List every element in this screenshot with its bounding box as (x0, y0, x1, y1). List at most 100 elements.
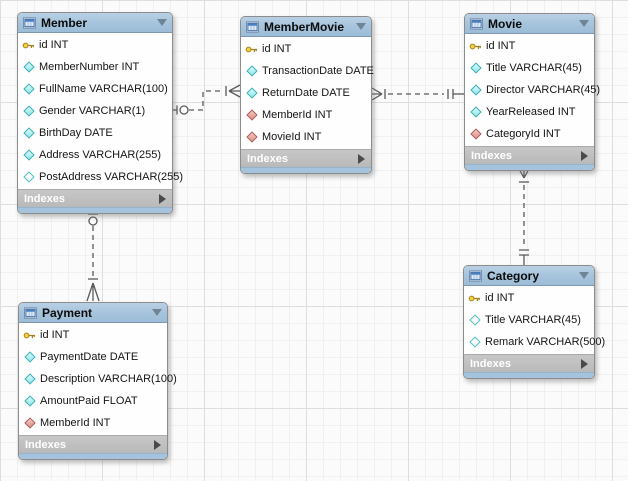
column-label: id INT (486, 40, 516, 52)
attribute-diamond-icon (22, 83, 35, 96)
column-row[interactable]: Remark VARCHAR(500) (464, 331, 605, 353)
column-row[interactable]: TransactionDate DATE (241, 60, 374, 82)
table-bottom-strip (464, 372, 594, 378)
column-row[interactable]: id INT (19, 324, 167, 346)
column-label: MemberId INT (40, 417, 111, 429)
expand-arrow-icon[interactable] (581, 150, 588, 161)
column-label: YearReleased INT (486, 106, 576, 118)
primary-key-icon (469, 40, 482, 53)
column-label: Remark VARCHAR(500) (485, 336, 606, 348)
column-row[interactable]: AmountPaid FLOAT (19, 390, 167, 412)
attribute-diamond-icon (23, 373, 36, 386)
expand-arrow-icon[interactable] (581, 358, 588, 369)
table-header[interactable]: Payment (19, 303, 167, 323)
table-member[interactable]: Member id INT MemberNumber INT FullName … (17, 12, 183, 214)
primary-key-icon (22, 39, 35, 52)
indexes-label: Indexes (25, 438, 66, 451)
table-icon (469, 269, 482, 282)
column-row[interactable]: PostAddress VARCHAR(255) (18, 166, 183, 188)
column-row[interactable]: id INT (464, 287, 594, 309)
attribute-diamond-hollow-icon (22, 171, 35, 184)
column-label: Address VARCHAR(255) (39, 149, 162, 161)
column-list: id INT MemberNumber INT FullName VARCHAR… (18, 33, 183, 189)
attribute-diamond-icon (22, 105, 35, 118)
column-row[interactable]: FullName VARCHAR(100) (18, 78, 172, 100)
collapse-arrow-icon[interactable] (579, 20, 589, 27)
indexes-footer[interactable]: Indexes (19, 435, 167, 453)
relationship-movie-category[interactable] (517, 166, 531, 265)
table-header[interactable]: Category (464, 266, 594, 286)
column-row[interactable]: id INT (18, 34, 172, 56)
table-membermovie[interactable]: MemberMovie id INT TransactionDate DATE … (240, 16, 374, 174)
column-row[interactable]: Description VARCHAR(100) (19, 368, 177, 390)
column-label: id INT (262, 43, 292, 55)
table-movie[interactable]: Movie id INT Title VARCHAR(45) Director … (464, 13, 600, 171)
attribute-diamond-icon (22, 149, 35, 162)
column-row[interactable]: MovieId INT (241, 126, 371, 148)
column-row[interactable]: id INT (241, 38, 371, 60)
expand-arrow-icon[interactable] (154, 439, 161, 450)
primary-key-icon (468, 292, 481, 305)
indexes-footer[interactable]: Indexes (241, 149, 371, 167)
column-row[interactable]: Title VARCHAR(45) (464, 309, 594, 331)
table-header[interactable]: Movie (465, 14, 594, 34)
column-row[interactable]: CategoryId INT (465, 123, 594, 145)
table-name: Movie (488, 16, 523, 31)
indexes-label: Indexes (470, 357, 511, 370)
primary-key-icon (245, 43, 258, 56)
table-header[interactable]: MemberMovie (241, 17, 371, 37)
table-bottom-strip (465, 164, 594, 170)
indexes-label: Indexes (247, 152, 288, 165)
column-row[interactable]: MemberId INT (19, 412, 167, 434)
column-list: id INT Title VARCHAR(45) Director VARCHA… (465, 34, 600, 146)
attribute-diamond-icon (245, 65, 258, 78)
column-row[interactable]: Director VARCHAR(45) (465, 79, 600, 101)
table-name: Member (41, 15, 88, 30)
expand-arrow-icon[interactable] (159, 193, 166, 204)
column-row[interactable]: MemberNumber INT (18, 56, 172, 78)
collapse-arrow-icon[interactable] (152, 309, 162, 316)
relationship-member-payment[interactable] (86, 210, 100, 302)
table-bottom-strip (19, 453, 167, 459)
expand-arrow-icon[interactable] (358, 153, 365, 164)
relationship-membermovie-movie[interactable] (371, 87, 464, 101)
table-icon (24, 306, 37, 319)
table-category[interactable]: Category id INT Title VARCHAR(45) Remark… (463, 265, 605, 379)
column-label: id INT (485, 292, 515, 304)
indexes-footer[interactable]: Indexes (18, 189, 172, 207)
column-label: Title VARCHAR(45) (485, 314, 581, 326)
column-row[interactable]: MemberId INT (241, 104, 371, 126)
indexes-label: Indexes (471, 149, 512, 162)
column-row[interactable]: id INT (465, 35, 594, 57)
indexes-footer[interactable]: Indexes (464, 354, 594, 372)
column-row[interactable]: YearReleased INT (465, 101, 594, 123)
column-row[interactable]: Address VARCHAR(255) (18, 144, 172, 166)
column-row[interactable]: PaymentDate DATE (19, 346, 167, 368)
table-header[interactable]: Member (18, 13, 172, 33)
column-list: id INT PaymentDate DATE Description VARC… (19, 323, 177, 435)
foreign-key-diamond-icon (469, 128, 482, 141)
column-row[interactable]: Gender VARCHAR(1) (18, 100, 172, 122)
column-row[interactable]: ReturnDate DATE (241, 82, 371, 104)
collapse-arrow-icon[interactable] (579, 272, 589, 279)
column-label: MemberId INT (262, 109, 333, 121)
relationship-member-membermovie[interactable] (173, 84, 241, 115)
column-list: id INT TransactionDate DATE ReturnDate D… (241, 37, 374, 149)
column-label: Description VARCHAR(100) (40, 373, 177, 385)
indexes-footer[interactable]: Indexes (465, 146, 594, 164)
column-label: PostAddress VARCHAR(255) (39, 171, 184, 183)
table-icon (23, 16, 36, 29)
table-icon (470, 17, 483, 30)
table-icon (246, 20, 259, 33)
foreign-key-diamond-icon (245, 131, 258, 144)
foreign-key-diamond-icon (23, 417, 36, 430)
table-payment[interactable]: Payment id INT PaymentDate DATE Descript… (18, 302, 177, 460)
collapse-arrow-icon[interactable] (157, 19, 167, 26)
attribute-diamond-hollow-icon (468, 336, 481, 349)
table-name: MemberMovie (264, 19, 345, 34)
column-row[interactable]: Title VARCHAR(45) (465, 57, 594, 79)
column-row[interactable]: BirthDay DATE (18, 122, 172, 144)
collapse-arrow-icon[interactable] (356, 23, 366, 30)
attribute-diamond-icon (23, 351, 36, 364)
